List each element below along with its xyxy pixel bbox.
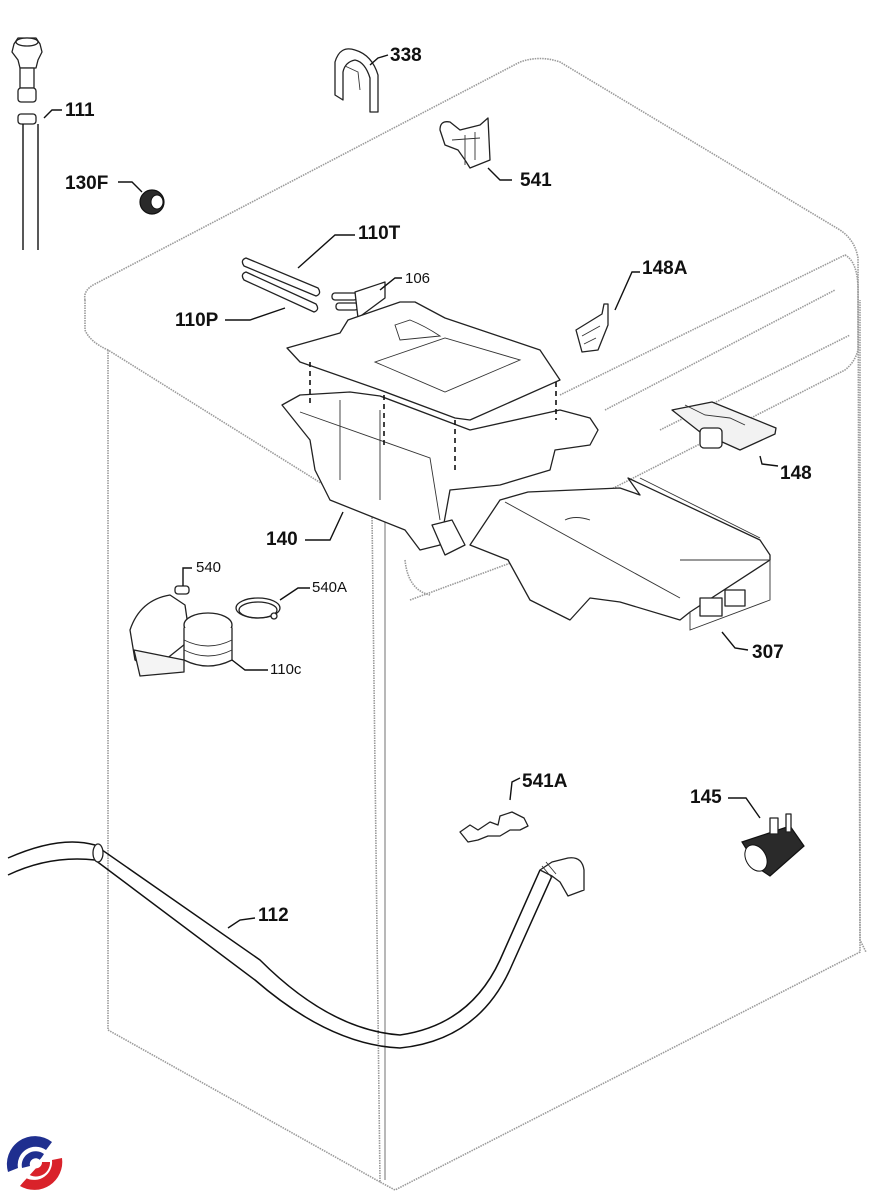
label-140: 140 — [266, 529, 298, 550]
label-148: 148 — [780, 463, 812, 484]
part-148-handle[interactable] — [671, 401, 779, 467]
label-130F: 130F — [65, 173, 109, 194]
part-338-hose-guide[interactable] — [334, 48, 389, 113]
label-541A: 541A — [522, 771, 568, 792]
part-110T-110P-tubes[interactable] — [225, 234, 355, 321]
part-148A-bracket[interactable] — [575, 271, 640, 353]
part-540A-clamp-ring[interactable] — [235, 587, 310, 620]
part-145-pressure-nozzle[interactable] — [728, 797, 805, 877]
label-540A: 540A — [312, 579, 348, 596]
part-140-dispenser-housing[interactable] — [281, 301, 599, 556]
part-541-clip-bracket[interactable] — [439, 117, 512, 181]
part-541A-clip[interactable] — [459, 777, 529, 843]
brand-logo-icon — [6, 1136, 63, 1192]
label-540: 540 — [196, 559, 222, 576]
label-112: 112 — [258, 905, 289, 926]
label-541: 541 — [520, 170, 552, 191]
label-338: 338 — [390, 45, 422, 66]
part-307-detergent-drawer[interactable] — [469, 477, 771, 651]
label-148A: 148A — [642, 258, 688, 279]
label-110P: 110P — [175, 310, 219, 331]
label-106: 106 — [405, 270, 431, 287]
part-106-connector[interactable] — [331, 277, 402, 319]
part-110C-bellows[interactable] — [133, 612, 268, 677]
label-145: 145 — [690, 787, 722, 808]
label-110T: 110T — [358, 223, 401, 244]
label-307: 307 — [752, 642, 784, 663]
part-130F-grommet[interactable] — [118, 181, 165, 215]
part-112-drain-hose[interactable] — [7, 841, 585, 1049]
label-111: 111 — [65, 100, 95, 121]
label-110c: 110c — [270, 661, 302, 678]
part-111-inlet-hose[interactable] — [11, 37, 62, 250]
